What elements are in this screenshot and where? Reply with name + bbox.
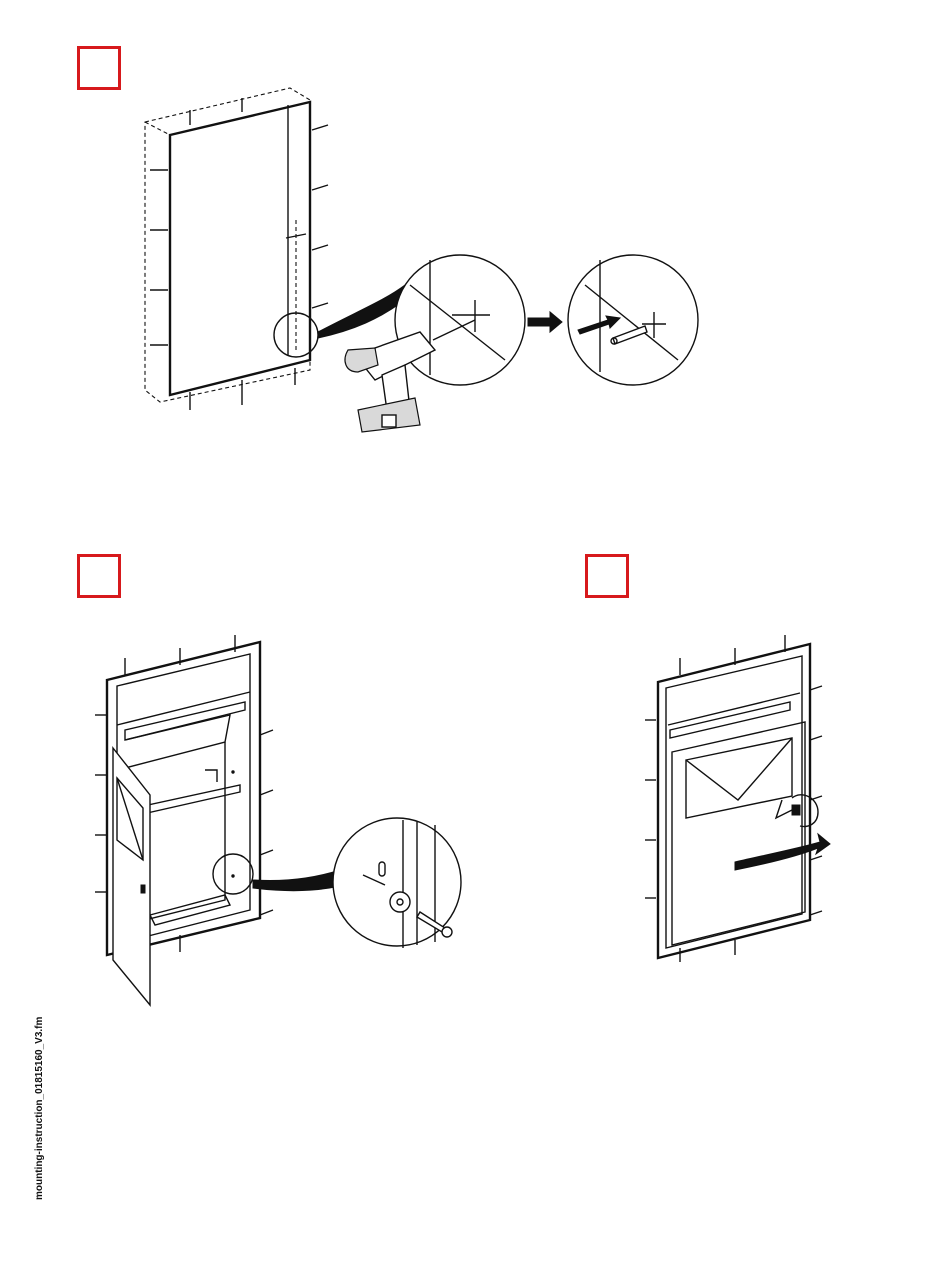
washer-icon <box>390 892 410 912</box>
step-2-box <box>77 554 121 598</box>
step-3-illustration <box>640 630 840 970</box>
footer-filename: mounting-instruction_01815160_V3.fm <box>34 1017 45 1200</box>
step-3-box <box>585 554 629 598</box>
swing-arrow-icon <box>735 834 830 870</box>
step-2-illustration <box>95 630 475 1010</box>
step-1-illustration <box>130 80 710 440</box>
step-1-box <box>77 46 121 90</box>
